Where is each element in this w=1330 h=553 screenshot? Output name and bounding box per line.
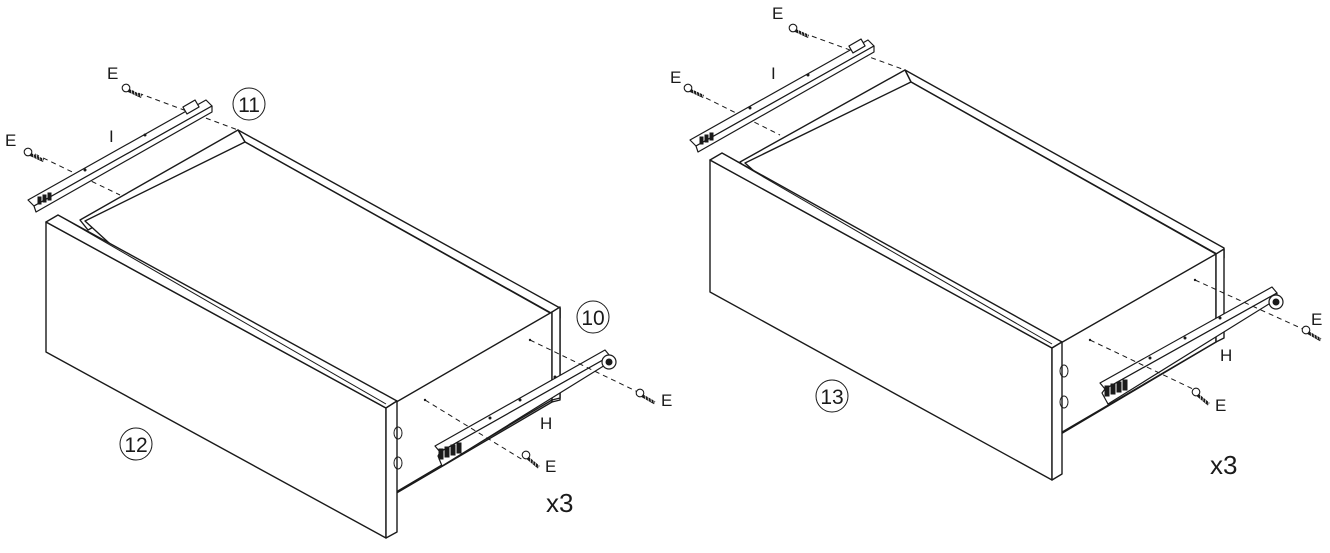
step-13: 13 — [815, 379, 849, 413]
right-label-e-mid: E — [670, 68, 681, 87]
right-drawer-box — [739, 69, 1225, 439]
right-rail-i — [689, 38, 875, 153]
left-drawer-box — [79, 129, 561, 499]
right-screw-top — [788, 23, 810, 39]
right-drawer-assembly: E E I E E H x3 13 — [670, 4, 1323, 481]
right-label-e-bottom: E — [1215, 396, 1226, 415]
left-screw-right — [634, 388, 657, 405]
right-screw-mid — [683, 83, 705, 99]
left-rail-i — [27, 99, 213, 213]
right-drawer-front — [709, 152, 1063, 481]
left-label-e-top: E — [107, 64, 118, 83]
right-rail-h — [1099, 286, 1284, 405]
step-10: 10 — [576, 300, 610, 334]
step-10-number: 10 — [581, 307, 604, 330]
step-11: 11 — [232, 87, 266, 121]
left-label-i: I — [109, 127, 114, 146]
step-12: 12 — [119, 427, 153, 461]
right-label-e-right: E — [1311, 310, 1322, 329]
left-rail-h — [434, 349, 617, 467]
step-12-number: 12 — [124, 434, 147, 457]
left-front-holes — [393, 426, 403, 470]
right-front-holes — [1059, 364, 1069, 409]
right-quantity: x3 — [1210, 450, 1237, 480]
right-label-i: I — [771, 64, 776, 83]
left-quantity: x3 — [546, 488, 573, 518]
right-screw-bottom — [1189, 386, 1213, 407]
left-screw-top — [121, 83, 143, 99]
right-label-h: H — [1220, 346, 1232, 365]
step-13-number: 13 — [820, 386, 843, 409]
left-screw-mid — [23, 147, 45, 163]
left-drawer-assembly: E E I E E H x3 11 10 12 — [5, 64, 672, 539]
left-label-e-mid: E — [5, 131, 16, 150]
step-11-number: 11 — [238, 94, 260, 117]
left-label-h: H — [540, 414, 552, 433]
left-label-e-bottom: E — [545, 457, 556, 476]
right-label-e-top: E — [772, 4, 783, 23]
left-screw-bottom — [519, 449, 543, 470]
left-label-e-right: E — [661, 391, 672, 410]
